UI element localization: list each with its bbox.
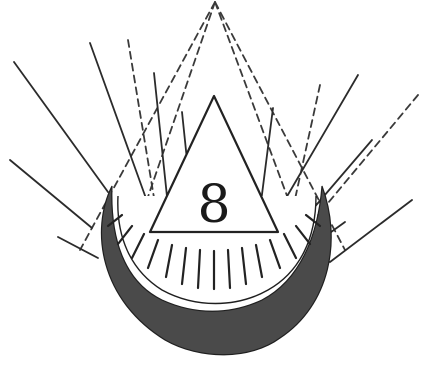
solid-ray-7 [260,108,273,210]
solid-ray-3 [58,237,98,258]
center-label: 8 [197,175,230,235]
dashed-ray-5 [128,40,158,222]
solid-ray-2 [10,160,92,228]
solid-ray-10 [330,200,412,262]
dashed-ray-7 [318,95,418,215]
solid-ray-1 [14,62,108,192]
